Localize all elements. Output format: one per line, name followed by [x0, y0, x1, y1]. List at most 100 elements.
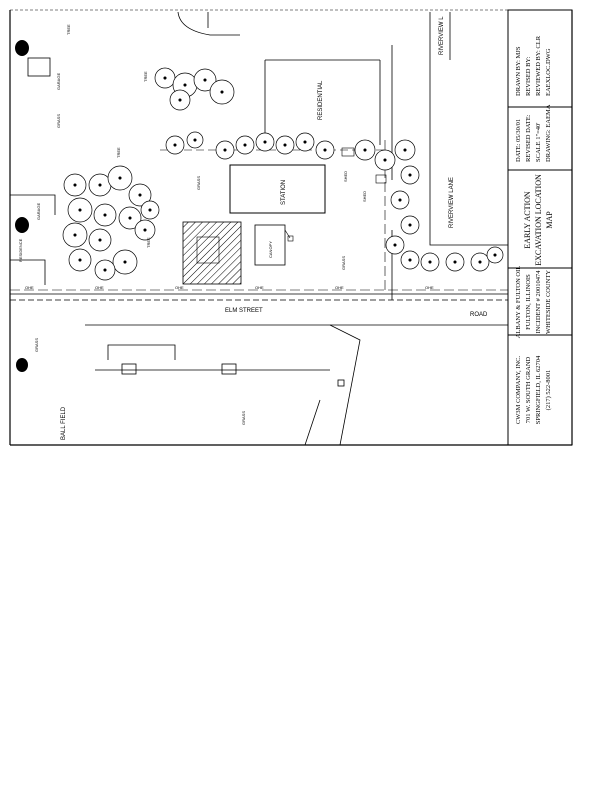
garage-left-label: GARAGE [36, 203, 41, 220]
client-city-text: FULTON, ILLINOIS [525, 274, 532, 330]
company-address2-text: SPRINGFIELD, IL 62704 [535, 355, 542, 424]
ball-field-label: BALL FIELD [61, 406, 67, 440]
left-structures [10, 57, 56, 285]
shed-label: SHED [343, 171, 348, 182]
drawing-title-line1: EARLY ACTION [523, 191, 532, 249]
tree-label: TREE [116, 147, 121, 158]
canopy-structure [254, 224, 286, 266]
tree-trunk-dot [193, 138, 197, 142]
company-name-text: CW3M COMPANY, INC. [515, 355, 522, 424]
incident-text: INCIDENT # 20010474 [535, 270, 542, 334]
station-building [229, 164, 326, 214]
street-label: ELM STREET [225, 308, 263, 314]
ohe-label: OHE [25, 285, 34, 290]
tree-trunk-dot [143, 228, 147, 232]
tree-trunk-dot [283, 143, 287, 147]
tree-trunk-dot [203, 78, 207, 82]
tree-trunk-dot [393, 243, 397, 247]
tree-trunk-dot [408, 223, 412, 227]
ohe-label: OHE [95, 285, 104, 290]
reviewed-by-text: REVIEWED BY: CLR [535, 35, 542, 96]
tree-trunk-dot [428, 260, 432, 264]
tree-trunk-dot [408, 173, 412, 177]
title-block-text: DRAWN BY: MJS REVISED BY: REVIEWED BY: C… [515, 35, 554, 424]
ohe-label: OHE [175, 285, 184, 290]
station-label: STATION [281, 180, 287, 205]
grass-label: GRASS [34, 338, 39, 352]
overhead-electric-line [10, 140, 508, 291]
date-text: DATE: 05/30/01 [515, 119, 522, 162]
tree-trunk-dot [128, 216, 132, 220]
ohe-labels: OHE OHE OHE OHE OHE OHE [25, 285, 434, 290]
tree-trunk-dot [123, 260, 127, 264]
tree-trunk-dot [223, 148, 227, 152]
revised-date-text: REVISED DATE: [525, 114, 532, 162]
riverview-lane-right-label: RIVERVIEW LANE [449, 177, 455, 228]
tree-trunk-dot [138, 193, 142, 197]
tank-marker [15, 40, 29, 56]
tree-trunk-dot [98, 238, 102, 242]
tree-label: TREE [143, 71, 148, 82]
tree-trunk-dot [363, 148, 367, 152]
lower-structures [95, 344, 345, 387]
company-address1-text: 701 W. SOUTH GRAND [525, 356, 532, 423]
tree-trunk-dot [78, 208, 82, 212]
garage-top-label: GARAGE [56, 73, 61, 90]
drawing-title-line3: MAP [545, 211, 554, 229]
tree-trunk-dot [408, 258, 412, 262]
file-name-text: EAEXLOC.DWG [545, 48, 552, 96]
tree-trunk-dot [263, 140, 267, 144]
tank-marker [15, 217, 29, 233]
tree-trunk-dot [383, 158, 387, 162]
county-text: WHITESIDE COUNTY [545, 270, 552, 334]
grass-label: GRASS [241, 411, 246, 425]
tree-label: TREE [146, 237, 151, 248]
canopy-label: CANOPY [268, 241, 273, 258]
drawing-name-text: DRAWING: EAEMA [545, 104, 552, 162]
tree-trunk-dot [453, 260, 457, 264]
tree-trunk-dot [303, 140, 307, 144]
tree-trunk-dot [323, 148, 327, 152]
tree-trunk-dot [183, 83, 187, 87]
ohe-label: OHE [255, 285, 264, 290]
ohe-label: OHE [335, 285, 344, 290]
tree-trunk-dot [103, 213, 107, 217]
scale-text: SCALE 1"=40' [535, 123, 542, 162]
residence-label: RESIDENCE [18, 238, 23, 262]
tree-trunk-dot [118, 176, 122, 180]
title-block [507, 9, 573, 446]
shed-building [341, 147, 355, 157]
tree-trunk-dot [148, 208, 152, 212]
grass-label: GRASS [56, 114, 61, 128]
tree-trunk-dot [163, 76, 167, 80]
revised-by-text: REVISED BY: [525, 56, 532, 96]
tree-label: TREE [66, 24, 71, 35]
ohe-label: OHE [425, 285, 434, 290]
tank-marker [16, 358, 28, 372]
tree-trunk-dot [173, 143, 177, 147]
tree-trunk-dot [493, 253, 497, 257]
residential-label: RESIDENTIAL [318, 80, 324, 120]
shed2-label: SHED [362, 191, 367, 202]
tree-trunk-dot [78, 258, 82, 262]
tree-trunk-dot [403, 148, 407, 152]
excavation-area [182, 221, 242, 285]
tree-trunk-dot [98, 183, 102, 187]
tree-trunk-dot [178, 98, 182, 102]
grass-label: GRASS [341, 256, 346, 270]
residential-building [264, 59, 381, 145]
tree-trunk-dot [73, 233, 77, 237]
tree-trunk-dot [398, 198, 402, 202]
tree-trunk-dot [478, 260, 482, 264]
scattered-labels: TREE TREE TREE TREE GRASS GRASS GRASS GR… [34, 24, 346, 425]
street-right-label: ROAD [470, 312, 488, 318]
sheet-border [9, 9, 573, 446]
tree-trunk-dot [103, 268, 107, 272]
drawn-by-text: DRAWN BY: MJS [515, 46, 522, 96]
tree-trunk-dot [73, 183, 77, 187]
client-name-text: ALBANY & FULTON OIL [515, 266, 522, 339]
company-phone-text: (217) 522-8001 [545, 370, 552, 411]
grass-label: GRASS [196, 176, 201, 190]
tree-trunk-dot [243, 143, 247, 147]
